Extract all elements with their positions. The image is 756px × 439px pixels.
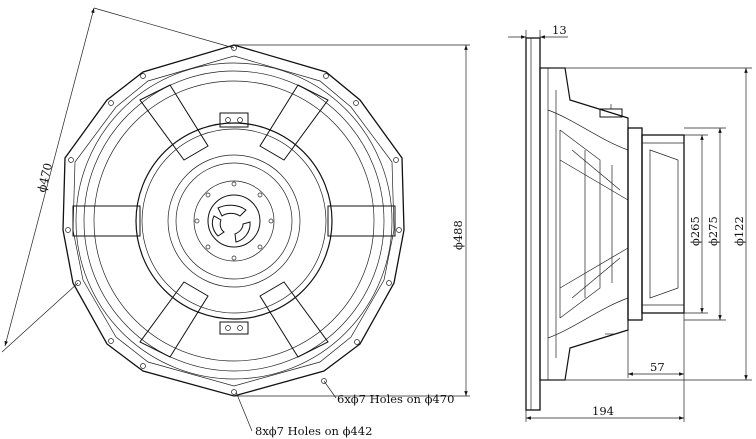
top-plate [627,127,643,321]
terminal-block-bottom [219,321,249,335]
frame-inner-outline [72,55,395,387]
dim-overall-height: ϕ488 [234,44,470,397]
basket-side [539,67,629,381]
dim-d470-label: ϕ470 [34,161,55,193]
frame-mounting-holes [65,45,402,395]
pole-piece [193,180,275,262]
basket-ring-outer [75,62,393,380]
dim-13-label: 13 [552,23,567,37]
vent-outer [207,194,261,248]
flange [525,37,541,411]
magnet-plate-inner [175,162,293,280]
magnet-plate [167,154,301,288]
dim-magnet-depth: 57 [627,313,685,378]
dim-d275: ϕ275 [684,127,726,321]
note-outer-holes: 6xϕ7 Holes on ϕ470 [337,392,454,406]
dim-d488-label: ϕ488 [451,220,465,250]
dim-194-label: 194 [592,404,614,418]
dim-d265: ϕ265 [684,134,708,314]
note-inner-holes: 8xϕ7 Holes on ϕ442 [255,424,372,438]
dim-57-label: 57 [650,360,665,374]
basket-ring [83,70,385,372]
magnet-bolts [194,181,274,261]
callout-outer-holes: 6xϕ7 Holes on ϕ470 [323,380,454,406]
terminal-block-top [219,112,249,128]
dim-total-depth: 194 [525,378,685,422]
frame-outer-outline [62,44,405,397]
magnet-ring [141,128,327,314]
basket-spokes [72,84,396,358]
dim-d122: ϕ122 [540,67,752,381]
callout-inner-holes: 8xϕ7 Holes on ϕ442 [235,391,372,438]
dim-d122-label: ϕ122 [732,216,746,246]
dim-outer-bolt-circle: ϕ470 [1,7,235,353]
dim-d265-label: ϕ265 [688,216,702,246]
dim-d275-label: ϕ275 [706,216,720,246]
cone-profile [547,109,629,339]
terminal-side [599,104,623,118]
magnet-body [641,134,685,314]
front-view: ϕ470 ϕ488 6xϕ7 Holes on ϕ470 8xϕ7 Holes … [1,7,470,438]
side-view: 13 ϕ265 ϕ275 ϕ122 57 [508,23,752,422]
phase-plug-vanes [211,204,251,243]
magnet-outer [135,122,333,320]
pole-vent [649,149,679,299]
dim-flange-thickness: 13 [508,23,568,39]
